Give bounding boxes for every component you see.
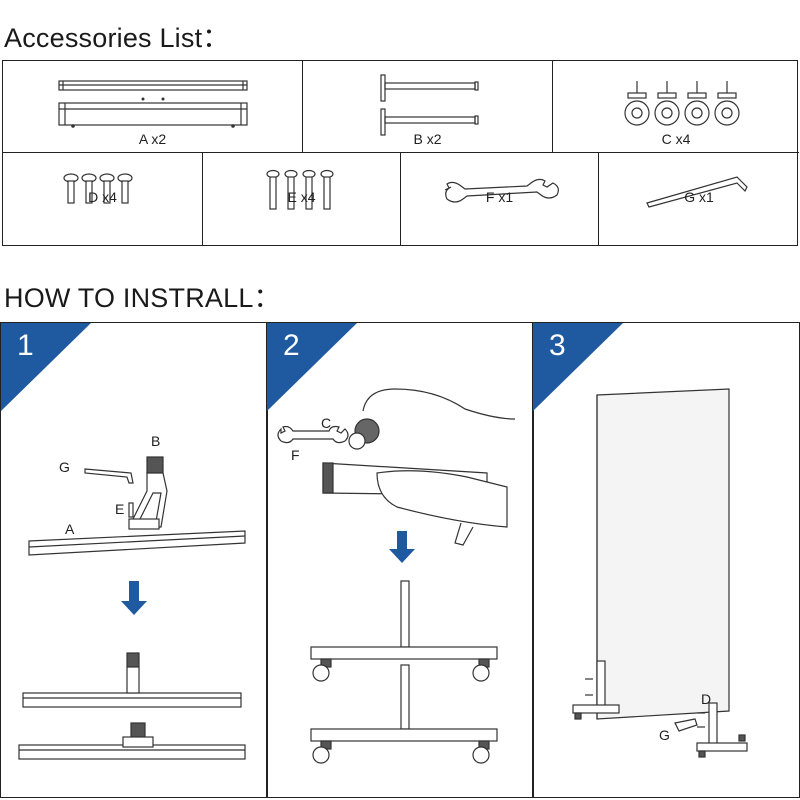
step-1-part-g: G	[59, 459, 70, 475]
accessories-heading: Accessories List：	[4, 23, 230, 53]
accessory-d-caption: D x4	[88, 189, 117, 205]
step-2-part-c: C	[321, 415, 332, 431]
step-2-panel: 2 C F	[266, 322, 534, 798]
step-1-part-e: E	[115, 501, 125, 517]
accessory-b-label: B x2	[413, 131, 442, 147]
accessory-d: D x4	[3, 153, 203, 245]
bolt-icon	[266, 169, 334, 210]
accessory-e-label: E x4	[287, 189, 316, 205]
accessory-f-label: F x1	[485, 189, 514, 205]
down-arrow-icon	[121, 581, 147, 615]
step-3-illustration	[533, 323, 748, 758]
accessory-b: B x2	[303, 61, 553, 153]
accessory-c: C x4	[553, 61, 799, 153]
accessory-f: F x1	[401, 153, 599, 245]
step-1-number: 1	[17, 329, 34, 362]
install-heading: HOW TO INSTRALL：	[4, 283, 281, 313]
step-3-part-g: G	[659, 727, 670, 743]
step-1-part-b: B	[151, 433, 161, 449]
caster-wheel-icon	[624, 81, 740, 126]
upright-bracket-icon	[380, 74, 479, 136]
accessory-a: A x2	[3, 61, 303, 153]
accessory-e: E x4	[203, 153, 401, 245]
accessory-a-label: A x2	[138, 131, 167, 147]
step-3-panel: 3 D G	[532, 322, 800, 798]
step-1-illustration	[1, 323, 246, 760]
wrench-icon	[444, 178, 559, 203]
down-arrow-icon	[389, 531, 415, 563]
accessory-g: G x1	[599, 153, 799, 245]
screw-icon	[63, 173, 133, 204]
step-1-part-a: A	[65, 521, 75, 537]
accessory-g-label: G x1	[684, 189, 714, 205]
step-2-illustration	[267, 323, 516, 764]
step-2-part-f: F	[291, 447, 300, 463]
step-2-number: 2	[283, 329, 300, 362]
accessory-c-label: C x4	[661, 131, 691, 147]
hex-key-icon	[646, 176, 748, 208]
step-3-part-d: D	[701, 691, 712, 707]
leg-bar-icon	[58, 80, 248, 128]
step-3-number: 3	[549, 329, 566, 362]
step-1-panel: 1 B G E A	[0, 322, 268, 798]
accessories-table: A x2 B x2	[2, 60, 799, 246]
